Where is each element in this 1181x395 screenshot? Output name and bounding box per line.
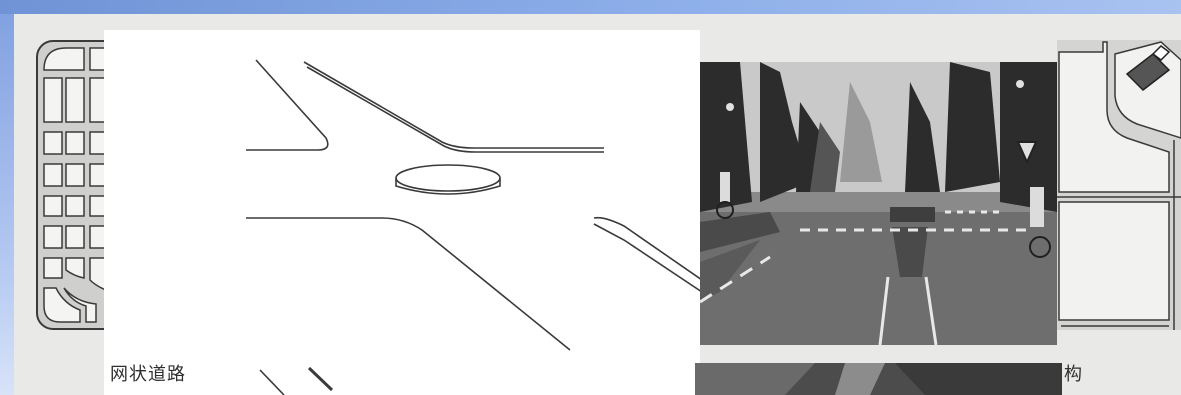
grid-road-network-diagram [36, 40, 104, 330]
bottom-photo-strip [695, 363, 1062, 395]
street-layout-plan-diagram [1057, 40, 1181, 330]
caption-partial-right: 构 [1064, 360, 1083, 386]
slide-accent-top [0, 0, 1181, 14]
roundabout-intersection-drawing [104, 30, 700, 395]
intersection-photo-cyclists [700, 62, 1057, 345]
caption-grid-road: 网状道路 [110, 360, 186, 386]
